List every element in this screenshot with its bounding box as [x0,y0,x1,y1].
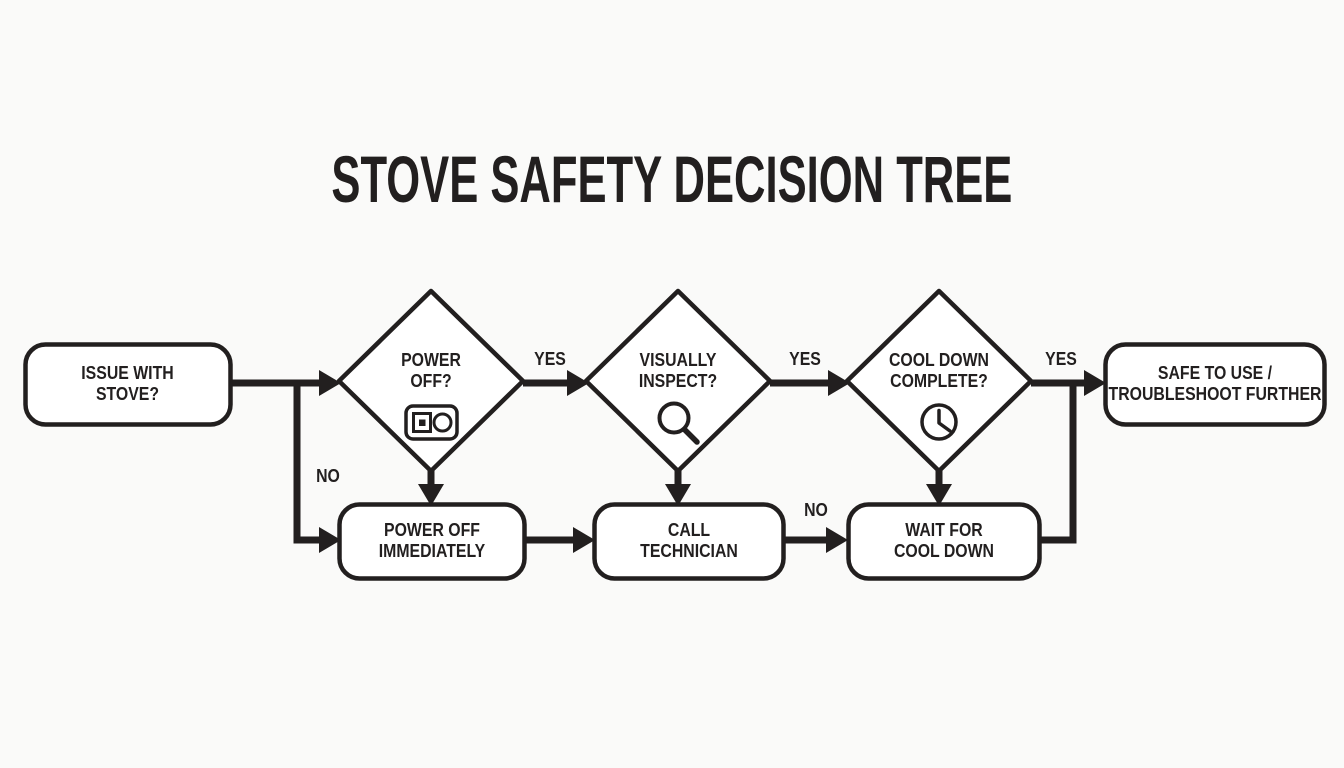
label-line-1: WAIT FOR [905,520,983,540]
node-label-safe-to-use: SAFE TO USE / TROUBLESHOOT FURTHER [1109,344,1322,424]
label-line-1: SAFE TO USE / [1157,363,1273,383]
page-title: STOVE SAFETY DECISION TREE [0,146,1344,212]
label-line-1: ISSUE WITH [81,363,174,383]
node-label-power-off-now: POWER OFF IMMEDIATELY [350,504,514,578]
label-line-1: CALL [667,520,711,540]
label-line-2: TECHNICIAN [640,541,738,561]
label-line-2: TROUBLESHOOT FURTHER [1108,384,1322,404]
edge-issue-no-branch [293,380,341,553]
label-line-2: IMMEDIATELY [378,541,486,561]
node-label-issue: ISSUE WITH STOVE? [37,344,217,424]
label-line-1: POWER [401,350,461,370]
edge-label-cool-down-yes: YES [1045,349,1077,369]
node-label-wait-cool-down: WAIT FOR COOL DOWN [860,504,1029,578]
label-line-1: COOL DOWN [888,350,990,370]
edge-cooldown-yes [1031,370,1106,396]
label-line-2: STOVE? [95,384,160,404]
label-line-2: OFF? [410,371,452,391]
visually-inspect-q-diamond [583,288,773,474]
page-title-text: STOVE SAFETY DECISION TREE [331,142,1013,216]
cool-down-q-diamond [844,288,1034,474]
edge-label-technician-no: NO [804,500,828,520]
edge-technician-no [785,527,848,553]
edge-label-inspect-yes: YES [789,349,821,369]
edge-wait-to-safe-loop [1040,380,1077,544]
power-off-now-box [337,502,527,581]
issue-box [23,342,233,427]
node-label-visually-inspect-q: VISUALLY INSPECT? [612,350,744,392]
edge-label-issue-no: NO [316,466,340,486]
node-label-power-off-q: POWER OFF? [365,350,497,392]
power-switch-icon [404,404,459,441]
wait-cool-down-box [846,502,1042,581]
safe-to-use-box [1103,342,1327,427]
edge-poweroff-yes [523,370,589,396]
power-off-q-diamond [336,288,526,474]
edge-label-power-off-yes: YES [534,349,566,369]
label-line-2: COMPLETE? [890,371,988,391]
node-label-call-technician: CALL TECHNICIAN [605,504,772,578]
label-line-1: VISUALLY [639,350,717,370]
edge-poweroffnow-to-technician [525,527,595,553]
call-technician-box [592,502,786,581]
node-label-cool-down-q: COOL DOWN COMPLETE? [873,350,1005,392]
clock-icon [920,403,958,441]
magnifier-icon [657,401,700,445]
label-line-2: COOL DOWN [893,541,995,561]
edge-issue-to-poweroff [230,370,341,396]
edge-inspect-yes [770,370,850,396]
label-line-1: POWER OFF [384,520,480,540]
label-line-2: INSPECT? [638,371,718,391]
